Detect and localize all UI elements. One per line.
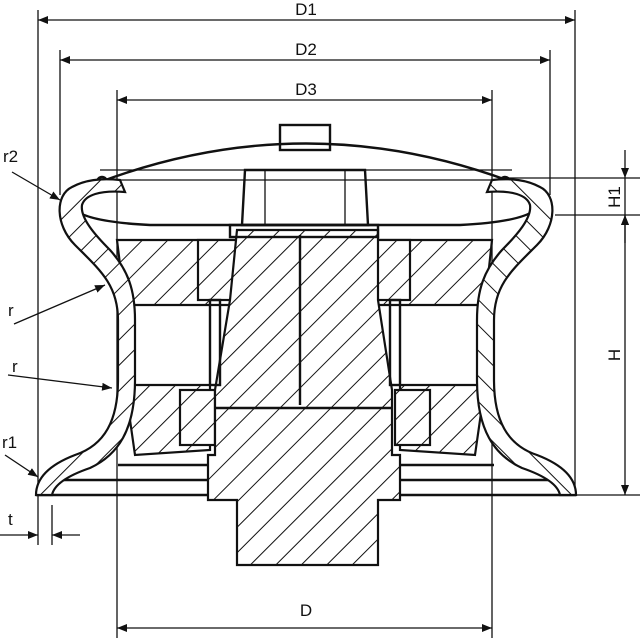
label-d3: D3 <box>295 80 317 99</box>
dimension-d3: D3 <box>117 80 492 104</box>
radius-r2: r2 <box>3 147 61 201</box>
radius-r-lower: r <box>7 357 113 391</box>
left-key <box>208 298 222 387</box>
capstan-body <box>36 123 576 567</box>
dimension-t: t <box>0 510 80 539</box>
left-bushing-lower <box>178 388 217 447</box>
label-d: D <box>300 601 312 620</box>
hex-nut <box>240 168 370 227</box>
label-d2: D2 <box>295 40 317 59</box>
center-shaft <box>206 228 402 567</box>
dimension-h1: H1 <box>605 150 629 243</box>
right-shell <box>475 178 578 497</box>
right-bushing-lower <box>393 388 432 447</box>
inner-band <box>74 209 536 227</box>
radius-r-upper: r <box>8 284 106 325</box>
washer <box>228 223 380 239</box>
right-key <box>388 298 402 387</box>
dimension-d1: D1 <box>38 0 575 24</box>
radius-r1: r1 <box>2 433 39 478</box>
top-dome <box>99 142 513 184</box>
dimension-d: D <box>117 601 492 632</box>
label-h1: H1 <box>605 186 624 208</box>
label-r-upper: r <box>8 301 14 320</box>
right-bushing-upper <box>373 238 412 302</box>
top-ring <box>100 169 512 181</box>
label-r2: r2 <box>3 147 18 166</box>
dimension-d2: D2 <box>60 40 550 64</box>
label-h: H <box>605 349 624 361</box>
label-d1: D1 <box>295 0 317 19</box>
label-r-lower: r <box>12 357 18 376</box>
top-cap <box>278 123 332 152</box>
label-t: t <box>8 510 13 529</box>
label-r1: r1 <box>2 433 17 452</box>
left-shell <box>34 178 137 497</box>
dimension-h: H <box>605 215 629 495</box>
